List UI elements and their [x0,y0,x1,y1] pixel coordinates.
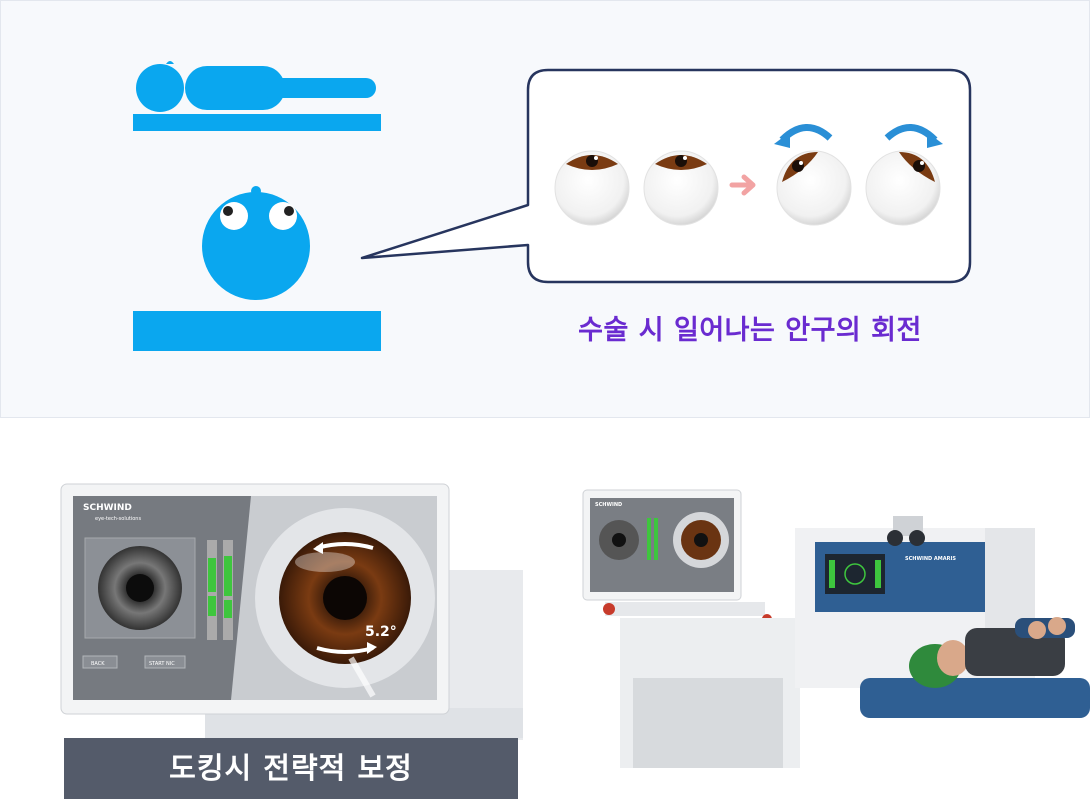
arrow-right-icon [729,174,756,196]
patient-figure [965,628,1065,676]
back-button[interactable]: BACK [91,661,105,667]
eyeball-neutral-1 [554,150,630,226]
schwind-tagline: eye-tech-solutions [95,516,141,522]
rotation-angle-readout: 5.2° [365,624,397,640]
patient-head-top-icon [133,186,381,351]
laser-model-label: SCHWIND AMARIS [905,556,956,562]
bottom-caption: 도킹시 전략적 보정 [64,738,518,799]
patient-bed [860,678,1090,718]
schwind-logo-text: SCHWIND [83,503,132,513]
eyeball-rotated-right [865,124,943,226]
small-monitor-brand: SCHWIND [595,502,622,508]
laser-system-illustration: SCHWIND SCHWIND AMARIS [582,489,1090,768]
monitor-illustration: SCHWIND eye-tech-solutions BACK START NI… [60,483,523,740]
patient-lying-side-icon [133,61,381,131]
start-nic-button[interactable]: START NIC [149,661,175,667]
eyeball-neutral-2 [643,150,719,226]
diagram-caption: 수술 시 일어나는 안구의 회전 [578,315,922,346]
eyeball-rotated-left [774,124,852,226]
eye-rotation-diagram [133,61,972,351]
